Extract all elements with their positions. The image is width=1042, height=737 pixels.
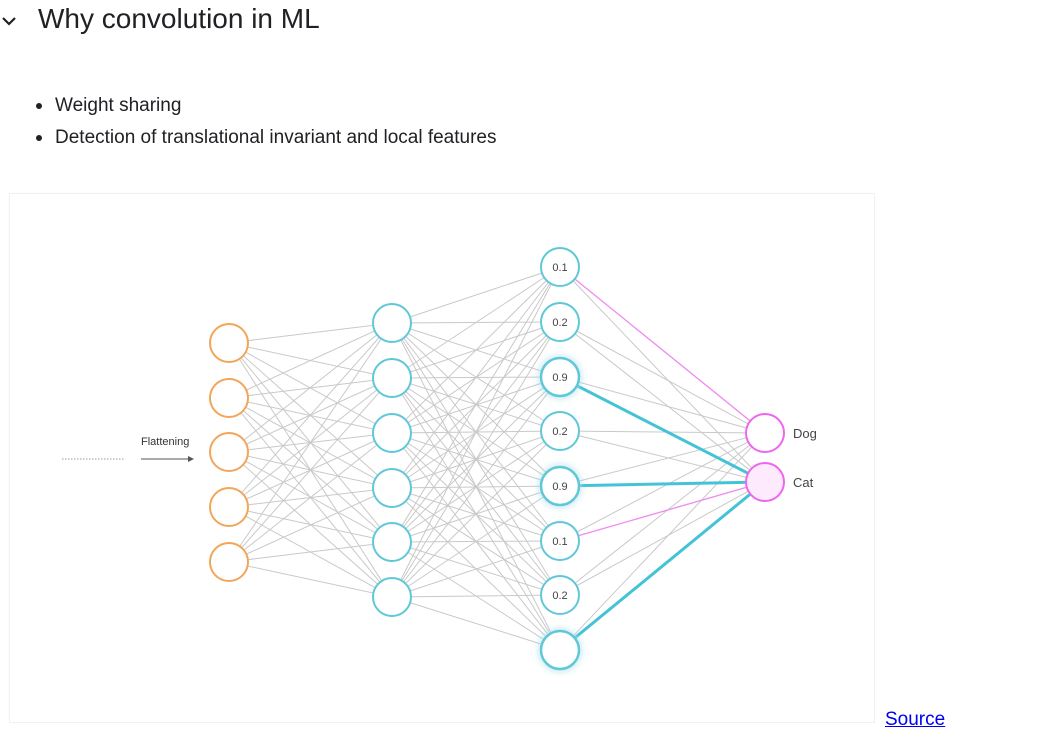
output-node [745, 413, 785, 453]
connection-edge [559, 432, 766, 542]
connection-edge [559, 321, 766, 483]
activation-node [540, 521, 580, 561]
hidden-node [372, 303, 412, 343]
connection-edge [391, 266, 561, 324]
connection-edge [391, 266, 561, 598]
activation-node [540, 247, 580, 287]
connection-edge [559, 321, 766, 434]
connection-edge [559, 432, 766, 651]
output-node [745, 462, 785, 502]
hidden-node [372, 468, 412, 508]
connection-edge [391, 376, 561, 598]
connection-edge [559, 430, 766, 483]
highlight-edge-dog [559, 481, 766, 542]
connection-edge [228, 322, 393, 399]
input-node [209, 323, 249, 363]
connection-edge [391, 540, 561, 598]
connection-edge [391, 266, 561, 543]
activation-node [539, 629, 581, 671]
activation-node [540, 575, 580, 615]
activation-value: 0.9 [552, 481, 567, 493]
connection-edge [228, 322, 393, 563]
connection-edge [228, 322, 393, 453]
connection-edge [391, 321, 561, 598]
hidden-node [372, 413, 412, 453]
connection-edge [391, 266, 561, 434]
chevron-down-icon[interactable] [0, 14, 18, 28]
connection-edge [559, 432, 766, 487]
hidden-node [372, 522, 412, 562]
input-node [209, 378, 249, 418]
activation-value: 0.1 [552, 536, 567, 548]
connection-edge [559, 266, 766, 483]
input-node [209, 487, 249, 527]
activation-node [540, 302, 580, 342]
activation-node [539, 356, 581, 398]
bullet-item: Detection of translational invariant and… [35, 122, 496, 154]
activation-value: 0.2 [552, 317, 567, 329]
highlight-edge-dog [559, 266, 766, 434]
highlight-edge-cat [559, 375, 766, 484]
connection-edge [228, 322, 393, 344]
output-label: Dog [793, 426, 817, 441]
highlight-edge-cat [559, 480, 766, 652]
connection-edge [391, 594, 561, 598]
connection-edge [228, 322, 393, 508]
activation-node [540, 411, 580, 451]
connection-edge [559, 376, 766, 434]
connection-edge [559, 430, 766, 434]
flatten-arrow-head [188, 456, 194, 462]
bullet-item: Weight sharing [35, 90, 496, 122]
bullet-list: Weight sharing Detection of translationa… [35, 90, 496, 154]
source-link[interactable]: Source [885, 709, 946, 730]
connection-edge [228, 487, 393, 563]
connection-edge [391, 430, 561, 598]
connection-edge [391, 266, 561, 379]
connection-edge [391, 596, 561, 651]
activation-value: 0.2 [552, 426, 567, 438]
activation-value: 0.9 [552, 372, 567, 384]
connection-edge [391, 266, 561, 489]
connection-edge [228, 561, 393, 598]
output-label: Cat [793, 475, 814, 490]
connection-edge [559, 481, 766, 596]
section-title: Why convolution in ML [38, 3, 320, 34]
connection-edge [228, 377, 393, 563]
flatten-label: Flattening [141, 436, 189, 448]
input-node [209, 542, 249, 582]
connection-edge [559, 432, 766, 596]
activation-value: 0.2 [552, 590, 567, 602]
hidden-node [372, 358, 412, 398]
connection-edge [228, 432, 393, 563]
input-node [209, 432, 249, 472]
activation-value: 0.1 [552, 262, 567, 274]
connection-edge [391, 485, 561, 598]
connection-edge [228, 541, 393, 563]
hidden-node [372, 577, 412, 617]
highlight-edge-cat [559, 480, 766, 488]
activation-node [539, 465, 581, 507]
